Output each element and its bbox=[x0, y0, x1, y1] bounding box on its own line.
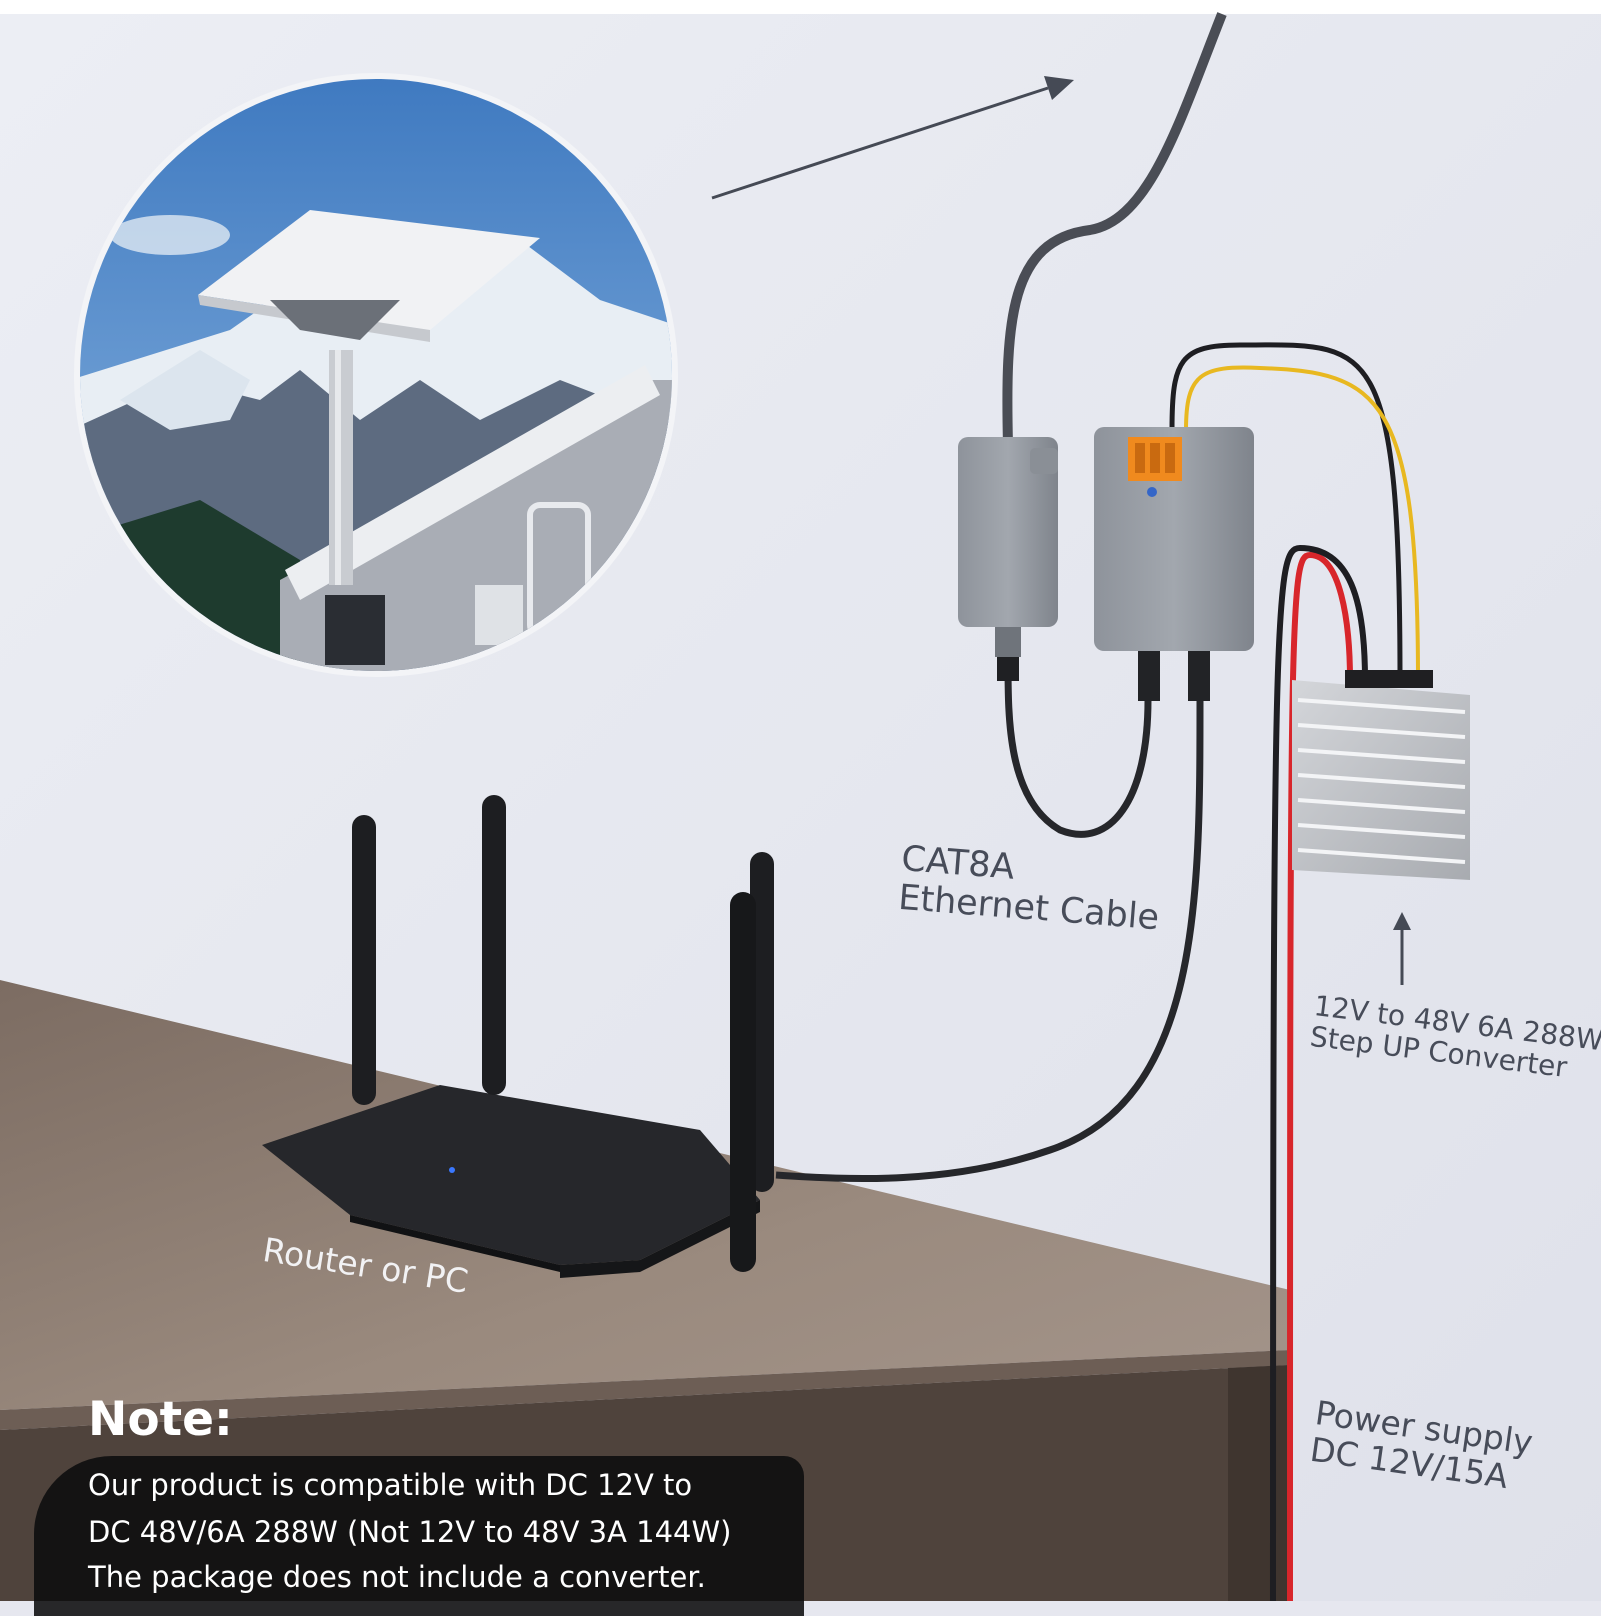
dish-photo-inset bbox=[74, 73, 678, 677]
cables bbox=[775, 12, 1420, 1601]
note-line: The package does not include a converter… bbox=[88, 1560, 706, 1594]
arrow-icon bbox=[711, 76, 1074, 200]
note-panel bbox=[34, 1456, 804, 1616]
note-line: DC 48V/6A 288W (Not 12V to 48V 3A 144W) bbox=[88, 1515, 732, 1549]
note-line: Our product is compatible with DC 12V to bbox=[88, 1468, 693, 1502]
poe-injector bbox=[958, 437, 1058, 681]
poe-switch bbox=[1094, 427, 1254, 701]
router bbox=[262, 795, 774, 1278]
step-up-converter bbox=[1292, 670, 1470, 985]
note-title: Note: bbox=[88, 1392, 233, 1447]
